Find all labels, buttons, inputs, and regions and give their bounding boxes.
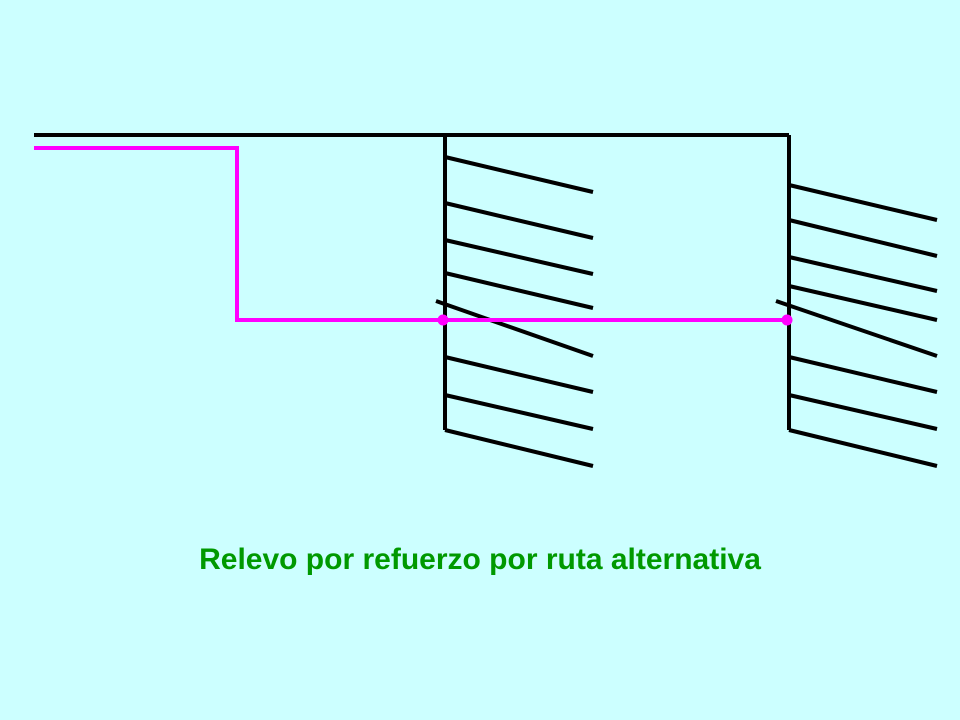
hatch-line (444, 428, 594, 468)
alternate-route-line (34, 146, 787, 322)
hatch-line (775, 299, 938, 358)
hatch-line (788, 428, 938, 468)
diagram-caption: Relevo por refuerzo por ruta alternativa (199, 543, 761, 576)
hatch-line (788, 393, 938, 431)
hatch-line (788, 218, 938, 258)
hatch-line (444, 271, 594, 310)
junction-dot-right (781, 314, 793, 326)
alternate-route (34, 146, 793, 326)
hatch-line (788, 284, 938, 322)
hatch-line (788, 255, 938, 293)
main-line-group (34, 133, 791, 430)
hatch-line (444, 155, 594, 194)
hatch-line (788, 183, 938, 222)
hatch-line (435, 299, 594, 358)
hatch-group-left (435, 155, 594, 468)
hatch-line (788, 355, 938, 394)
junction-dot-left (437, 314, 449, 326)
hatch-line (444, 393, 594, 431)
hatch-line (444, 201, 594, 240)
hatch-line (444, 238, 594, 276)
hatch-line (444, 355, 594, 394)
hatch-group-right (775, 183, 938, 468)
